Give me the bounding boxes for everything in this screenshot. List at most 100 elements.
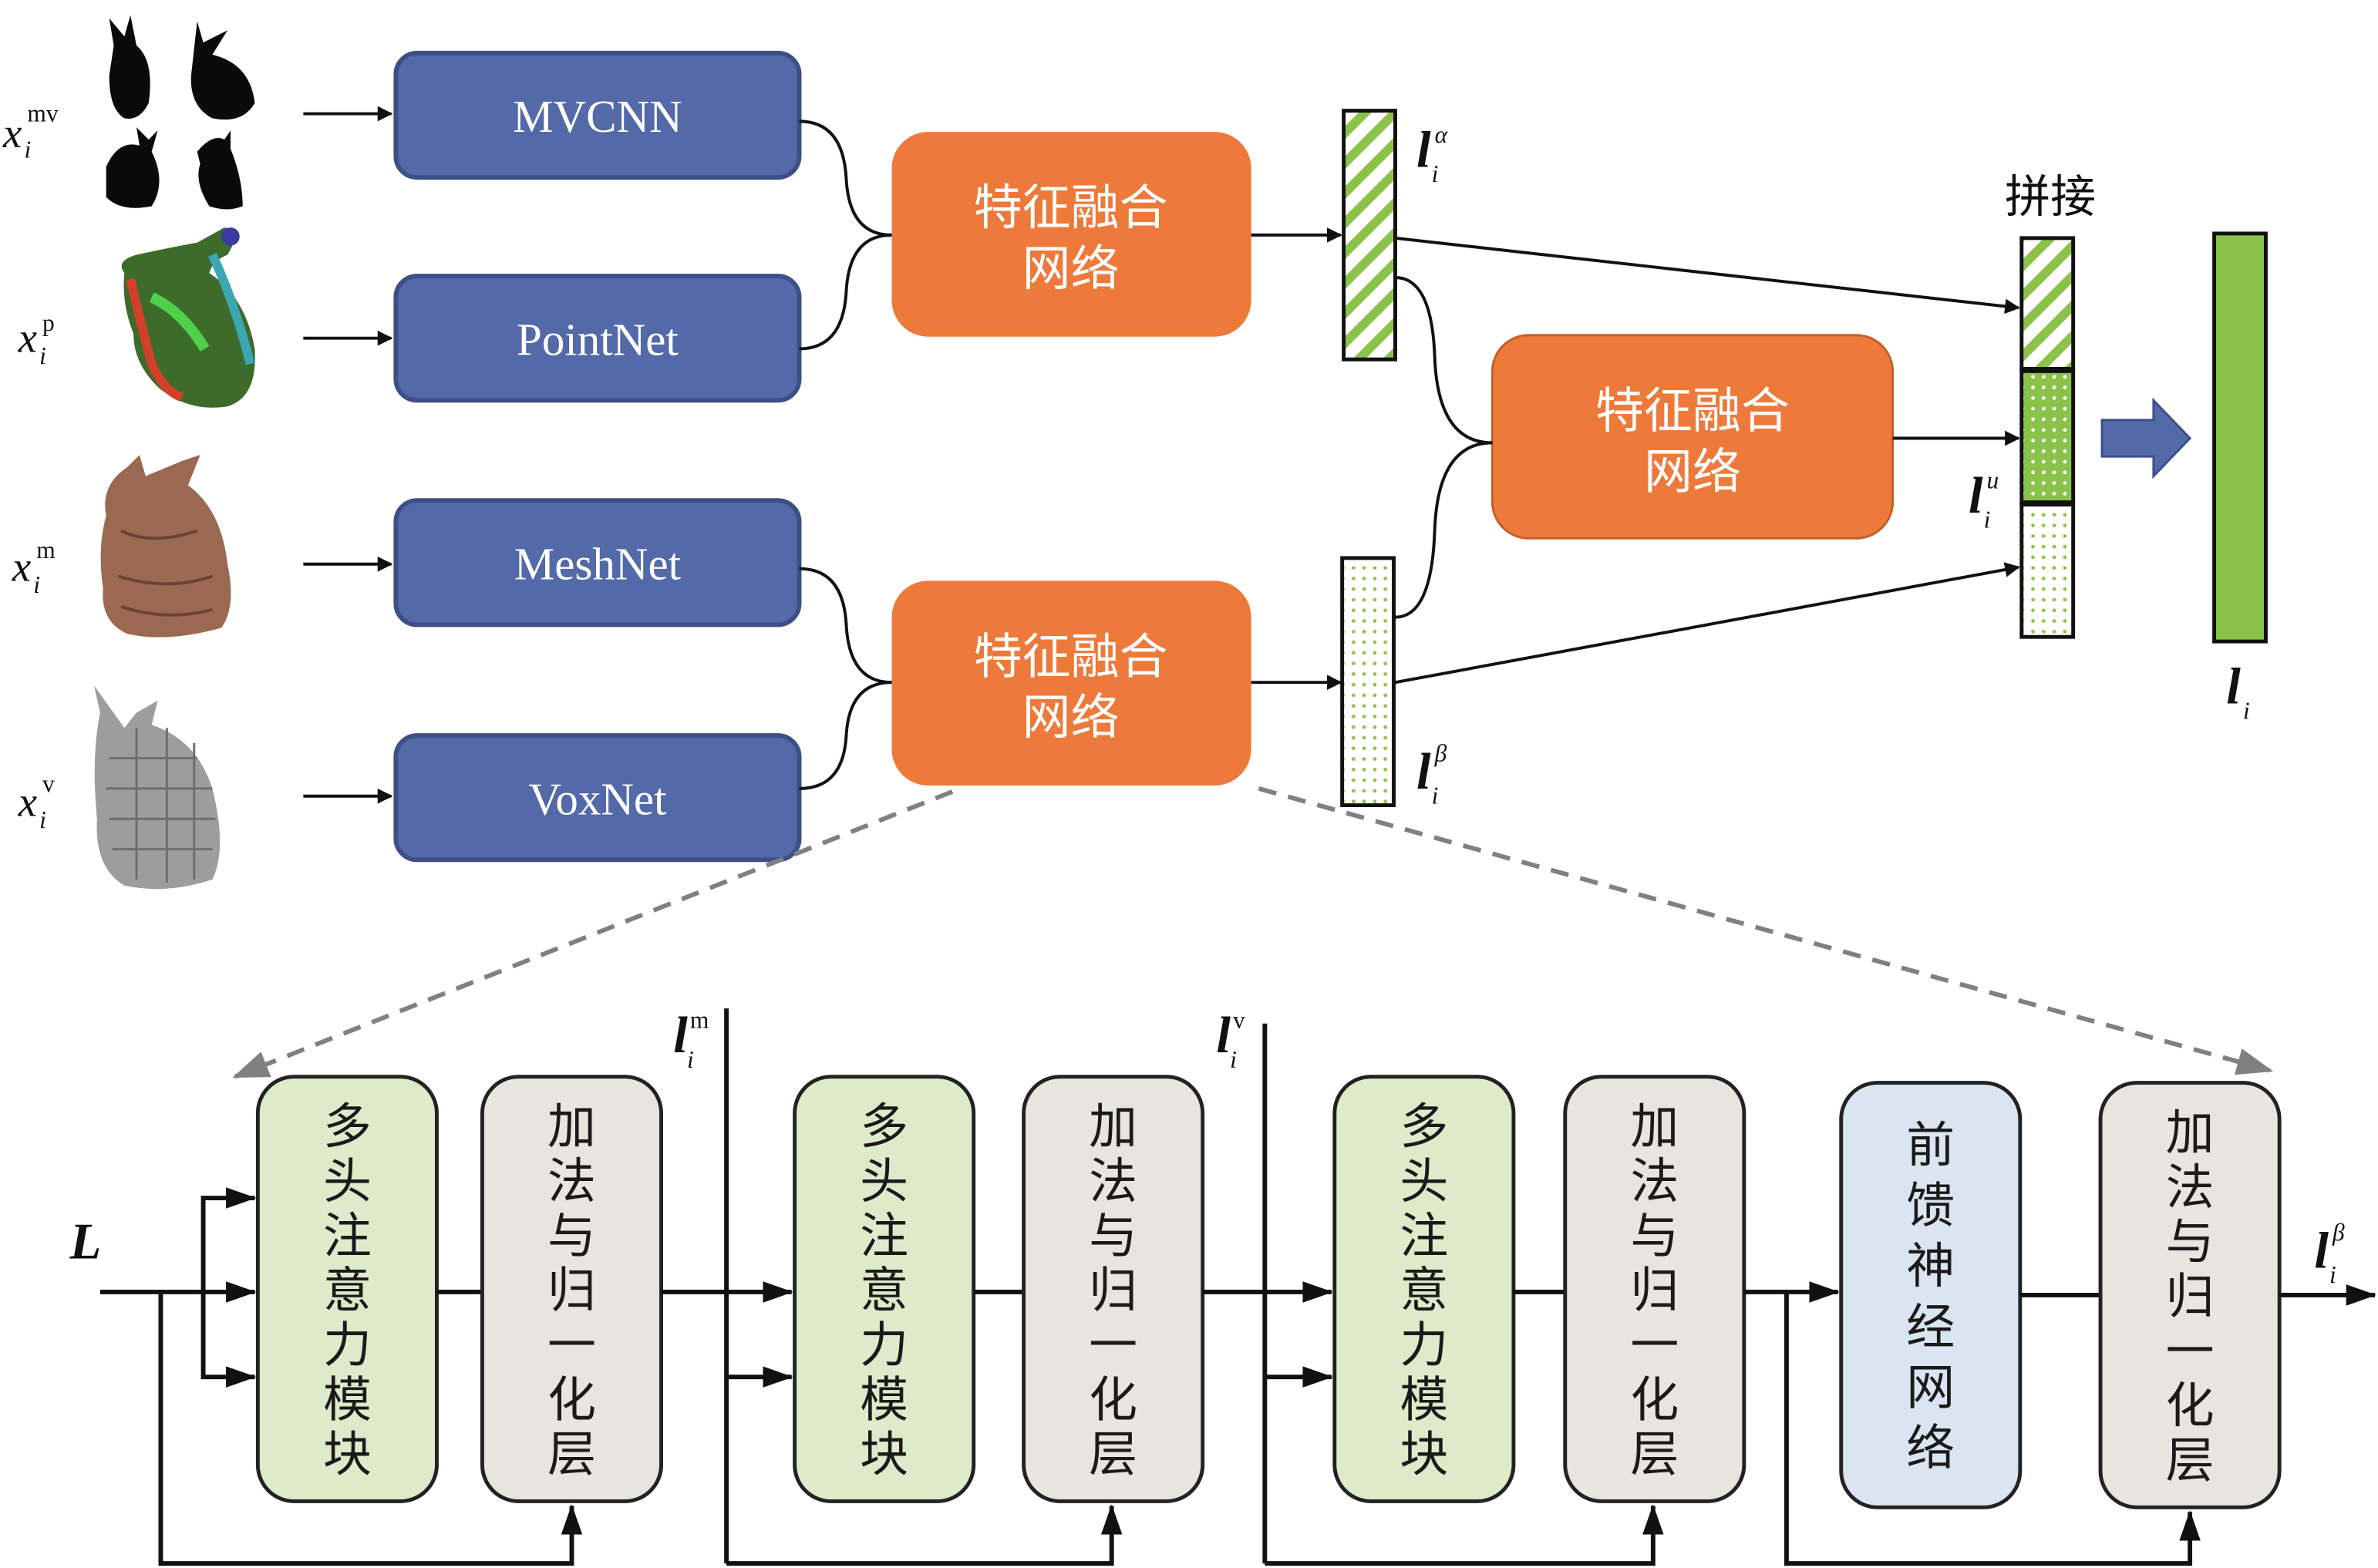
svg-text:i: i <box>39 342 46 369</box>
encoder-mvcnn: MVCNN <box>393 50 802 180</box>
detail-block-3-label: 加法与归一化层 <box>1089 1099 1137 1482</box>
detail-block-4-label: 多头注意力模块 <box>1400 1099 1448 1482</box>
detail-block-0-label: 多头注意力模块 <box>323 1099 372 1482</box>
svg-text:网络: 网络 <box>1644 443 1741 500</box>
arrow-alpha-to-concat <box>1395 236 2020 315</box>
connector-voxnet-to-fusion <box>799 681 892 790</box>
detail-block-labels: 多头注意力模块 加法与归一化层 多头注意力模块 加法与归一化层 多头注意力模块 加法与归一… <box>323 1099 2215 1489</box>
detail-label-lbeta: l i β <box>2314 1219 2345 1288</box>
svg-text:x: x <box>2 109 22 156</box>
svg-text:i: i <box>1432 160 1439 187</box>
svg-text:β: β <box>1434 739 1447 766</box>
encoder-meshnet: MeshNet <box>393 498 802 628</box>
svg-text:i: i <box>33 571 40 598</box>
detail-block-4 <box>1332 1075 1516 1503</box>
detail-block-5-label: 加法与归一化层 <box>1630 1099 1679 1482</box>
svg-text:l: l <box>673 1007 688 1064</box>
detail-block-2 <box>793 1075 976 1503</box>
svg-text:mv: mv <box>27 99 58 126</box>
svg-text:l: l <box>1416 743 1431 800</box>
svg-text:i: i <box>1230 1046 1237 1073</box>
point-cloud-bunny-icon <box>121 227 255 408</box>
svg-text:i: i <box>687 1046 694 1073</box>
feature-bar-beta <box>1340 556 1396 807</box>
detail-label-lm: l i m <box>673 1007 709 1073</box>
detail-block-6-label: 前馈神经网络 <box>1906 1117 1955 1476</box>
svg-text:PointNet: PointNet <box>517 314 679 365</box>
svg-text:β: β <box>2332 1219 2345 1246</box>
input-label-mv: x i mv <box>2 99 59 163</box>
svg-text:i: i <box>24 136 31 163</box>
svg-text:m: m <box>36 537 55 564</box>
connector-beta-to-fusion-right <box>1395 441 1493 619</box>
svg-text:i: i <box>1432 782 1439 809</box>
svg-text:网络: 网络 <box>1022 241 1120 297</box>
svg-text:特征融合: 特征融合 <box>974 628 1168 685</box>
svg-text:x: x <box>18 778 38 825</box>
encoder-pointnet: PointNet <box>393 274 802 403</box>
feature-label-final: l i <box>2226 658 2249 725</box>
svg-text:l: l <box>2226 658 2241 715</box>
block-arrow-right-icon <box>2100 397 2192 479</box>
svg-text:l: l <box>1969 467 1983 524</box>
svg-text:MeshNet: MeshNet <box>514 538 682 589</box>
feature-bar-alpha <box>1342 109 1397 362</box>
detail-block-5 <box>1563 1075 1746 1503</box>
svg-text:x: x <box>18 314 38 361</box>
residual-2 <box>726 1504 1123 1566</box>
input-label-p: x i p <box>18 309 55 369</box>
svg-text:MVCNN: MVCNN <box>513 91 682 142</box>
svg-text:x: x <box>12 543 32 590</box>
final-feature-bar <box>2212 231 2268 644</box>
svg-text:i: i <box>2329 1261 2336 1288</box>
svg-text:u: u <box>1987 466 1999 493</box>
concat-bar <box>2019 236 2076 639</box>
residual-4 <box>1784 1291 2201 1566</box>
detail-block-2-label: 多头注意力模块 <box>860 1099 908 1482</box>
svg-text:l: l <box>2314 1223 2329 1280</box>
fusion-network-right: 特征融合 网络 <box>1490 334 1895 540</box>
svg-text:p: p <box>42 309 55 336</box>
svg-text:v: v <box>42 770 55 797</box>
fusion-network-bottom: 特征融合 网络 <box>891 580 1251 786</box>
connector-mvcnn-to-fusion <box>799 119 892 237</box>
detail-branch-1b <box>200 1291 257 1388</box>
connector-pointnet-to-fusion <box>799 233 892 351</box>
svg-text:l: l <box>1416 121 1431 178</box>
detail-block-0 <box>255 1075 439 1503</box>
svg-text:i: i <box>1984 506 1991 533</box>
svg-text:特征融合: 特征融合 <box>974 180 1168 236</box>
detail-block-1-label: 加法与归一化层 <box>547 1099 596 1482</box>
feature-label-u: l i u <box>1969 466 1999 533</box>
residual-3 <box>1265 1504 1664 1566</box>
residual-1 <box>158 1291 583 1566</box>
mesh-bunny-icon <box>100 455 231 638</box>
svg-text:i: i <box>39 806 46 833</box>
connector-alpha-to-fusion-right <box>1395 276 1493 445</box>
concat-label: 拼接 <box>2005 170 2096 223</box>
detail-input-label: L <box>69 1213 101 1270</box>
feature-label-alpha: l i α <box>1416 121 1449 187</box>
svg-text:VoxNet: VoxNet <box>528 773 667 824</box>
svg-text:i: i <box>2243 697 2250 724</box>
voxel-bunny-icon <box>93 685 221 890</box>
connector-meshnet-to-fusion <box>799 567 892 685</box>
arrow-beta-to-concat <box>1395 562 2020 685</box>
encoder-voxnet: VoxNet <box>393 733 802 863</box>
detail-branch-1 <box>200 1187 257 1292</box>
input-label-m: x i m <box>12 537 56 598</box>
input-label-v: x i v <box>18 770 55 833</box>
detail-block-1 <box>480 1075 663 1503</box>
multi-view-silhouettes-icon <box>106 15 255 210</box>
svg-text:m: m <box>690 1007 709 1034</box>
dashed-zoom-arrow-right <box>1258 786 2274 1075</box>
detail-label-lv: l i v <box>1216 1007 1245 1073</box>
svg-text:v: v <box>1233 1007 1245 1034</box>
feature-label-beta: l i β <box>1416 739 1447 809</box>
detail-block-3 <box>1022 1075 1205 1503</box>
dashed-zoom-arrow-left <box>232 789 954 1079</box>
detail-block-7-label: 加法与归一化层 <box>2166 1105 2215 1489</box>
svg-text:网络: 网络 <box>1022 689 1120 745</box>
svg-text:特征融合: 特征融合 <box>1595 383 1790 439</box>
